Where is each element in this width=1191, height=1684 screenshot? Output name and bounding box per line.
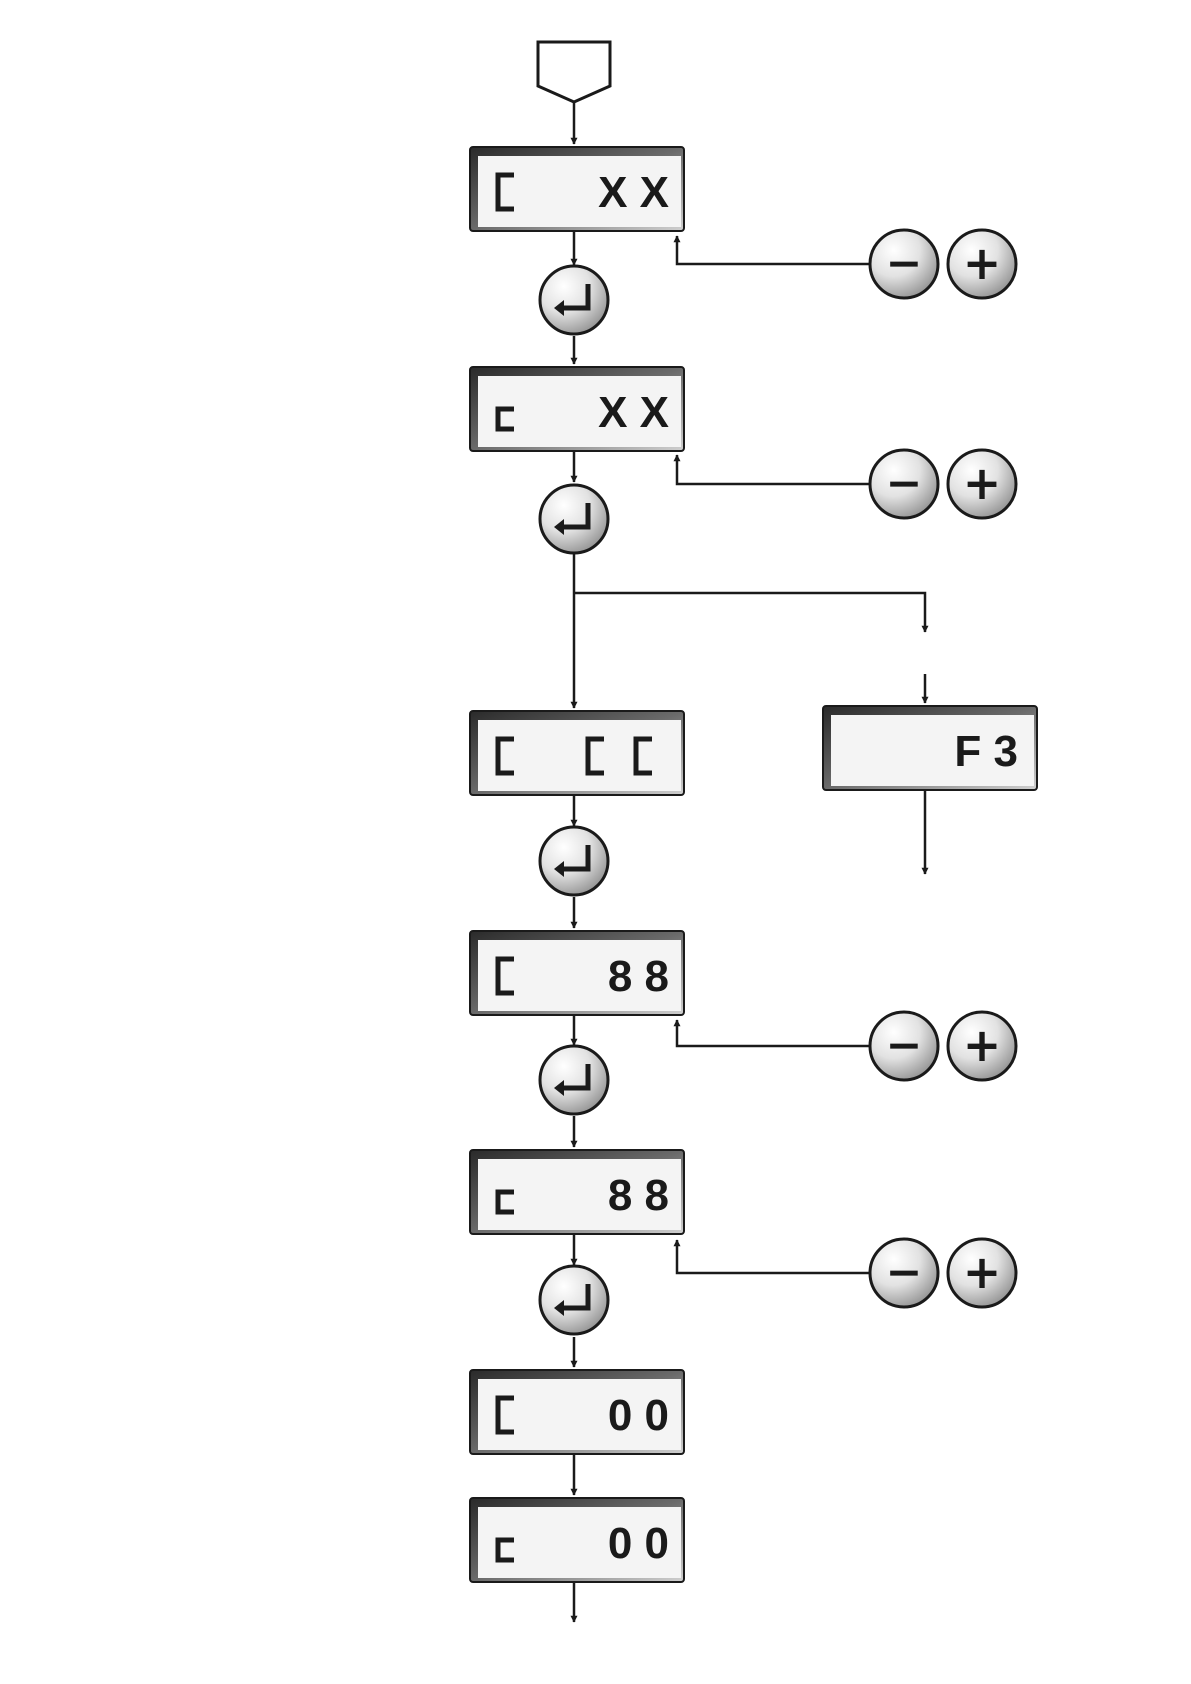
enter-button[interactable] — [540, 266, 608, 334]
plus-label: + — [963, 1245, 1002, 1299]
feedback-pair4-d5 — [677, 1240, 870, 1273]
display-value-d2: X X — [598, 388, 669, 437]
display-d2: X X — [470, 367, 684, 451]
adjust-pair: −+ — [870, 1239, 1016, 1307]
feedback-pair1-d1 — [677, 236, 870, 264]
minus-button[interactable]: − — [870, 1012, 938, 1080]
display-d7: 0 0 — [470, 1498, 684, 1582]
display-value-d7: 0 0 — [608, 1519, 669, 1568]
display-d4: 8 8 — [470, 931, 684, 1015]
display-d1: X X — [470, 147, 684, 231]
plus-label: + — [963, 236, 1002, 290]
feedback-pair3-d4 — [677, 1020, 870, 1046]
adjust-pair: −+ — [870, 230, 1016, 298]
minus-label: − — [886, 1020, 923, 1071]
plus-label: + — [963, 456, 1002, 510]
adjust-pair: −+ — [870, 1012, 1016, 1080]
plus-button[interactable]: + — [948, 230, 1016, 298]
display-d6: 0 0 — [470, 1370, 684, 1454]
enter-button[interactable] — [540, 1046, 608, 1114]
pentagon-start-icon — [538, 42, 610, 102]
display-value-d5: 8 8 — [608, 1171, 669, 1220]
plus-button[interactable]: + — [948, 1239, 1016, 1307]
display-d3 — [470, 711, 684, 795]
connector-branch-f3 — [574, 593, 925, 632]
enter-button[interactable] — [540, 827, 608, 895]
feedback-pair2-d2 — [677, 455, 870, 484]
enter-button[interactable] — [540, 1266, 608, 1334]
minus-label: − — [886, 238, 923, 289]
display-f3: F 3 — [823, 706, 1037, 790]
enter-button[interactable] — [540, 485, 608, 553]
start-shape — [538, 42, 610, 102]
minus-button[interactable]: − — [870, 1239, 938, 1307]
plus-label: + — [963, 1018, 1002, 1072]
display-value-d4: 8 8 — [608, 952, 669, 1001]
adjust-pair: −+ — [870, 450, 1016, 518]
minus-button[interactable]: − — [870, 230, 938, 298]
minus-label: − — [886, 458, 923, 509]
plus-button[interactable]: + — [948, 450, 1016, 518]
display-value-d1: X X — [598, 168, 669, 217]
minus-label: − — [886, 1247, 923, 1298]
display-value-f3: F 3 — [954, 727, 1018, 776]
plus-button[interactable]: + — [948, 1012, 1016, 1080]
display-d5: 8 8 — [470, 1150, 684, 1234]
display-value-d6: 0 0 — [608, 1391, 669, 1440]
minus-button[interactable]: − — [870, 450, 938, 518]
